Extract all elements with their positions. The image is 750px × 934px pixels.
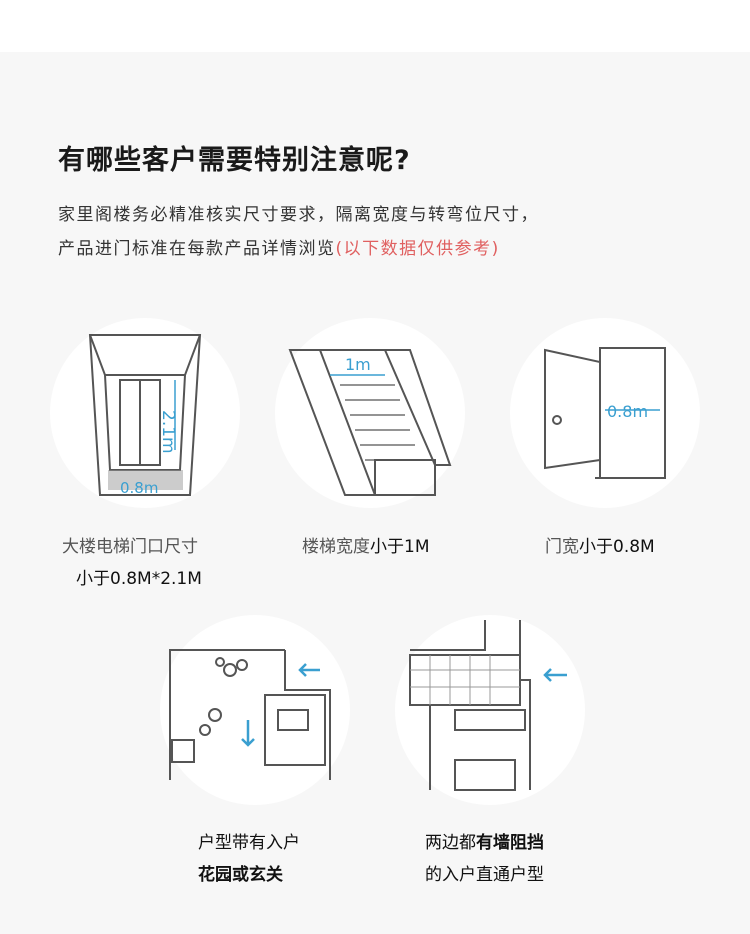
corridor-label-2: 的入户直通户型 (425, 865, 544, 885)
intro-line-2: 产品进门标准在每款产品详情浏览(以下数据仅供参考) (58, 234, 500, 259)
corridor-floorplan (409, 620, 567, 791)
stairs-width-dim: 1m (345, 355, 371, 374)
door-label: 门宽小于0.8M (545, 532, 655, 557)
door-text: 门宽 (545, 537, 579, 557)
intro-line-1: 家里阁楼务必精准核实尺寸要求，隔离宽度与转弯位尺寸， (58, 205, 539, 225)
height-dim: 2.1m (158, 410, 178, 454)
reference-note: (以下数据仅供参考) (335, 239, 500, 259)
elevator-size: 小于0.8M*2.1M (76, 569, 202, 589)
intro-text: 产品进门标准在每款产品详情浏览 (58, 239, 336, 259)
garden-floorplan (169, 649, 331, 780)
garden-circle (160, 615, 350, 805)
garden-label: 户型带有入户 (198, 833, 300, 853)
elevator-label: 大楼电梯门口尺寸 (62, 537, 198, 557)
corridor-label: 两边都有墙阻挡 (425, 828, 544, 853)
stairs-text: 楼梯宽度 (302, 537, 370, 557)
door-limit: 小于0.8M (579, 537, 655, 557)
door-circle (510, 318, 700, 508)
door-width-dim: 0.8m (607, 402, 648, 421)
door-illustration: 0.8m (544, 347, 666, 479)
stairs-limit: 小于1M (370, 537, 430, 557)
stairs-illustration: 1m (288, 349, 452, 496)
corridor-emph: 有墙阻挡 (476, 833, 544, 853)
width-dim: 0.8m (120, 479, 158, 497)
corridor-text: 两边都 (425, 833, 476, 853)
stairs-label: 楼梯宽度小于1M (302, 532, 429, 557)
elevator-illustration: 2.1m 0.8m (88, 334, 202, 497)
page-title: 有哪些客户需要特别注意呢? (58, 145, 411, 176)
garden-emph: 花园或玄关 (198, 865, 283, 885)
